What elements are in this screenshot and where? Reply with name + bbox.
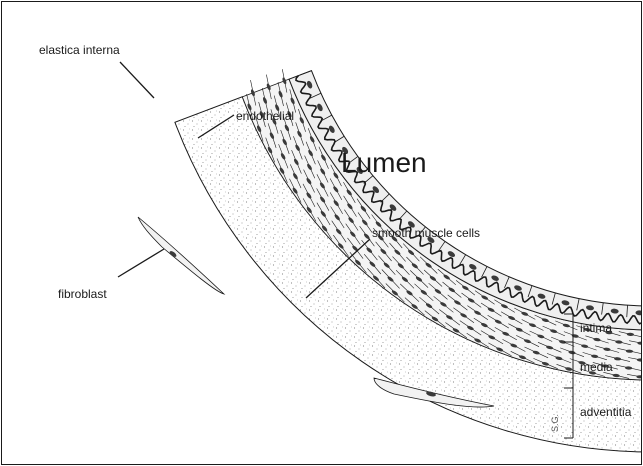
endothelial-label: endothelial <box>236 109 294 123</box>
elastica-interna-label: elastica interna <box>39 43 120 57</box>
fibroblast-leader <box>118 249 164 277</box>
media-layer-label: media <box>580 360 613 374</box>
artist-signature: S.G. <box>550 414 560 432</box>
smooth-muscle-label: smooth muscle cells <box>372 226 480 240</box>
adventitia-layer-label: adventitia <box>580 405 632 419</box>
elastica-interna-leader <box>120 62 154 98</box>
fibroblast-label: fibroblast <box>58 287 107 301</box>
fibroblast-cell-1 <box>138 217 224 294</box>
lumen-label: Lumen <box>341 147 427 178</box>
intima-layer-label: intima <box>580 321 612 335</box>
